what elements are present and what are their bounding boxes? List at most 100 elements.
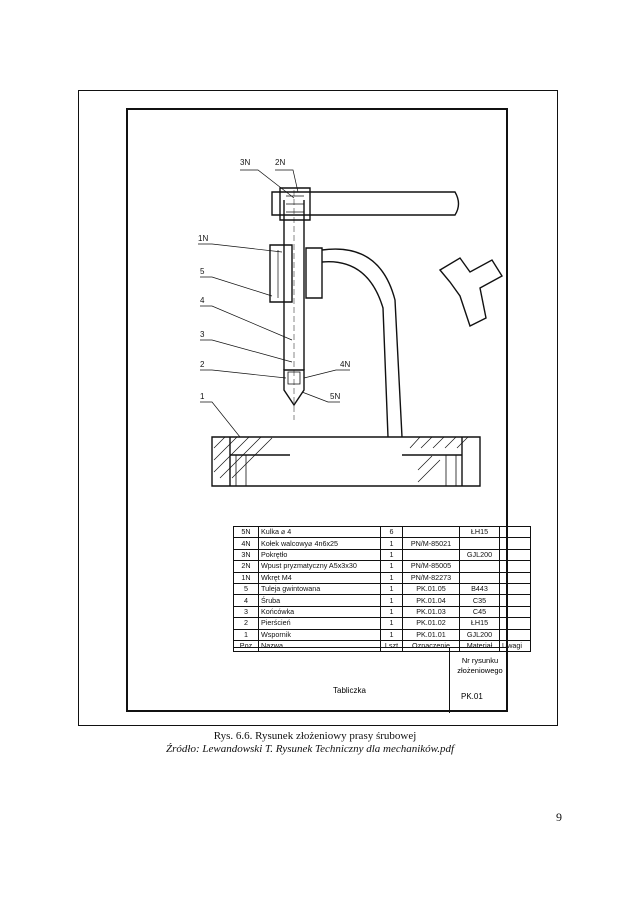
cell-poz: 4 (233, 594, 259, 607)
cell-oznaczenie: PN/M-85021 (402, 537, 460, 550)
cell-nazwa: Wkręt M4 (258, 571, 381, 584)
screw-tip (283, 369, 305, 407)
cell-lszt: 1 (380, 605, 403, 619)
title-block: Tabliczka Nr rysunku złożeniowego PK.01 (233, 647, 508, 713)
label-1: 1 (200, 392, 205, 401)
cell-oznaczenie: PK.01.02 (402, 617, 460, 630)
cell-material: B443 (459, 582, 500, 596)
cell-uwagi (499, 605, 531, 619)
cell-uwagi (499, 628, 531, 641)
cell-nazwa: Pokrętło (258, 548, 381, 562)
label-2: 2 (200, 360, 205, 369)
label-4N: 4N (340, 360, 351, 369)
cell-poz: 3 (233, 605, 259, 619)
cell-uwagi (499, 548, 531, 562)
cell-nazwa: Pierścień (258, 617, 381, 630)
cell-oznaczenie (402, 548, 460, 562)
title-block-name: Tabliczka (333, 686, 366, 695)
cell-lszt: 1 (380, 537, 403, 550)
cell-oznaczenie: PN/M-85005 (402, 560, 460, 573)
cell-oznaczenie: PK.01.05 (402, 582, 460, 596)
cell-nazwa: Śruba (258, 594, 381, 607)
label-3N: 3N (240, 158, 251, 167)
base-plate (211, 436, 481, 487)
cell-poz: 5N (233, 525, 259, 539)
drawing-number-label: Nr rysunku złożeniowego (457, 656, 503, 675)
cell-uwagi (499, 582, 531, 596)
cell-nazwa: Kulka ⌀ 4 (258, 525, 381, 539)
cell-uwagi: Uwagi (499, 639, 531, 653)
frame-arch (321, 248, 403, 438)
cell-material (459, 571, 500, 584)
cell-poz: 3N (233, 548, 259, 562)
cell-oznaczenie (402, 525, 460, 539)
cell-oznaczenie: PN/M-82273 (402, 571, 460, 584)
cell-lszt: 1 (380, 560, 403, 573)
cell-material: Materiał (459, 639, 500, 653)
cell-lszt: 1 (380, 548, 403, 562)
cell-material: GJL200 (459, 628, 500, 641)
cell-material (459, 537, 500, 550)
cell-uwagi (499, 594, 531, 607)
screw-shaft (283, 200, 305, 370)
cell-uwagi (499, 617, 531, 630)
cell-poz: 1 (233, 628, 259, 641)
drawing-sheet-border (126, 108, 508, 712)
cell-lszt: 1 (380, 582, 403, 596)
cell-uwagi (499, 571, 531, 584)
label-1N: 1N (198, 234, 209, 243)
cell-material: GJL200 (459, 548, 500, 562)
label-4: 4 (200, 296, 205, 305)
handle-bar (271, 191, 460, 216)
cell-lszt: 6 (380, 525, 403, 539)
figure-caption: Rys. 6.6. Rysunek złożeniowy prasy śrubo… (213, 730, 417, 742)
figure-frame (78, 90, 558, 726)
cell-oznaczenie: PK.01.03 (402, 605, 460, 619)
cell-uwagi (499, 525, 531, 539)
label-2N: 2N (275, 158, 286, 167)
cell-nazwa: Wspornik (258, 628, 381, 641)
cell-material: ŁH15 (459, 525, 500, 539)
cell-lszt: 1 (380, 617, 403, 630)
cell-lszt: 1 (380, 594, 403, 607)
cell-nazwa: Wpust pryzmatyczny A5x3x30 (258, 560, 381, 573)
cell-poz: 1N (233, 571, 259, 584)
cell-poz: 2 (233, 617, 259, 630)
cell-lszt: 1 (380, 571, 403, 584)
page-number: 9 (556, 810, 562, 824)
t-handle (438, 257, 503, 327)
cell-uwagi (499, 560, 531, 573)
label-5: 5 (200, 267, 205, 276)
cell-nazwa: Nazwa (258, 639, 381, 653)
cell-poz: 5 (233, 582, 259, 596)
cell-material: C35 (459, 594, 500, 607)
cell-nazwa: Końcówka (258, 605, 381, 619)
cell-material (459, 560, 500, 573)
cell-uwagi (499, 537, 531, 550)
cell-oznaczenie: PK.01.04 (402, 594, 460, 607)
cell-lszt: 1 (380, 628, 403, 641)
cell-nazwa: Kołek walcowy⌀ 4n6x25 (258, 537, 381, 550)
cell-poz: 2N (233, 560, 259, 573)
cell-material: ŁH15 (459, 617, 500, 630)
label-3: 3 (200, 330, 205, 339)
cell-nazwa: Tuleja gwintowana (258, 582, 381, 596)
cell-oznaczenie: PK.01.01 (402, 628, 460, 641)
cell-material: C45 (459, 605, 500, 619)
label-5N: 5N (330, 392, 341, 401)
figure-source: Źródło: Lewandowski T. Rysunek Techniczn… (165, 743, 454, 755)
